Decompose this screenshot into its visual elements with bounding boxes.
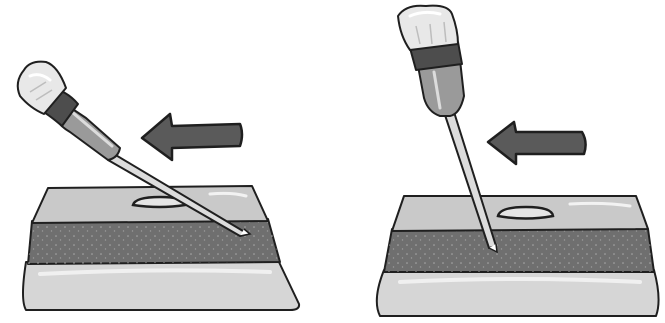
arrow-left-icon xyxy=(142,114,242,160)
left-skin-block xyxy=(23,186,299,310)
arrow-left-icon xyxy=(488,122,586,164)
right-skin-block xyxy=(377,196,659,316)
syringe-icon xyxy=(398,6,464,116)
left-panel xyxy=(18,62,299,310)
right-panel xyxy=(377,6,659,316)
right-skin-fold xyxy=(498,207,553,219)
right-bottom-layer xyxy=(377,270,659,316)
syringe-icon xyxy=(18,62,120,160)
left-bottom-layer xyxy=(23,260,299,310)
